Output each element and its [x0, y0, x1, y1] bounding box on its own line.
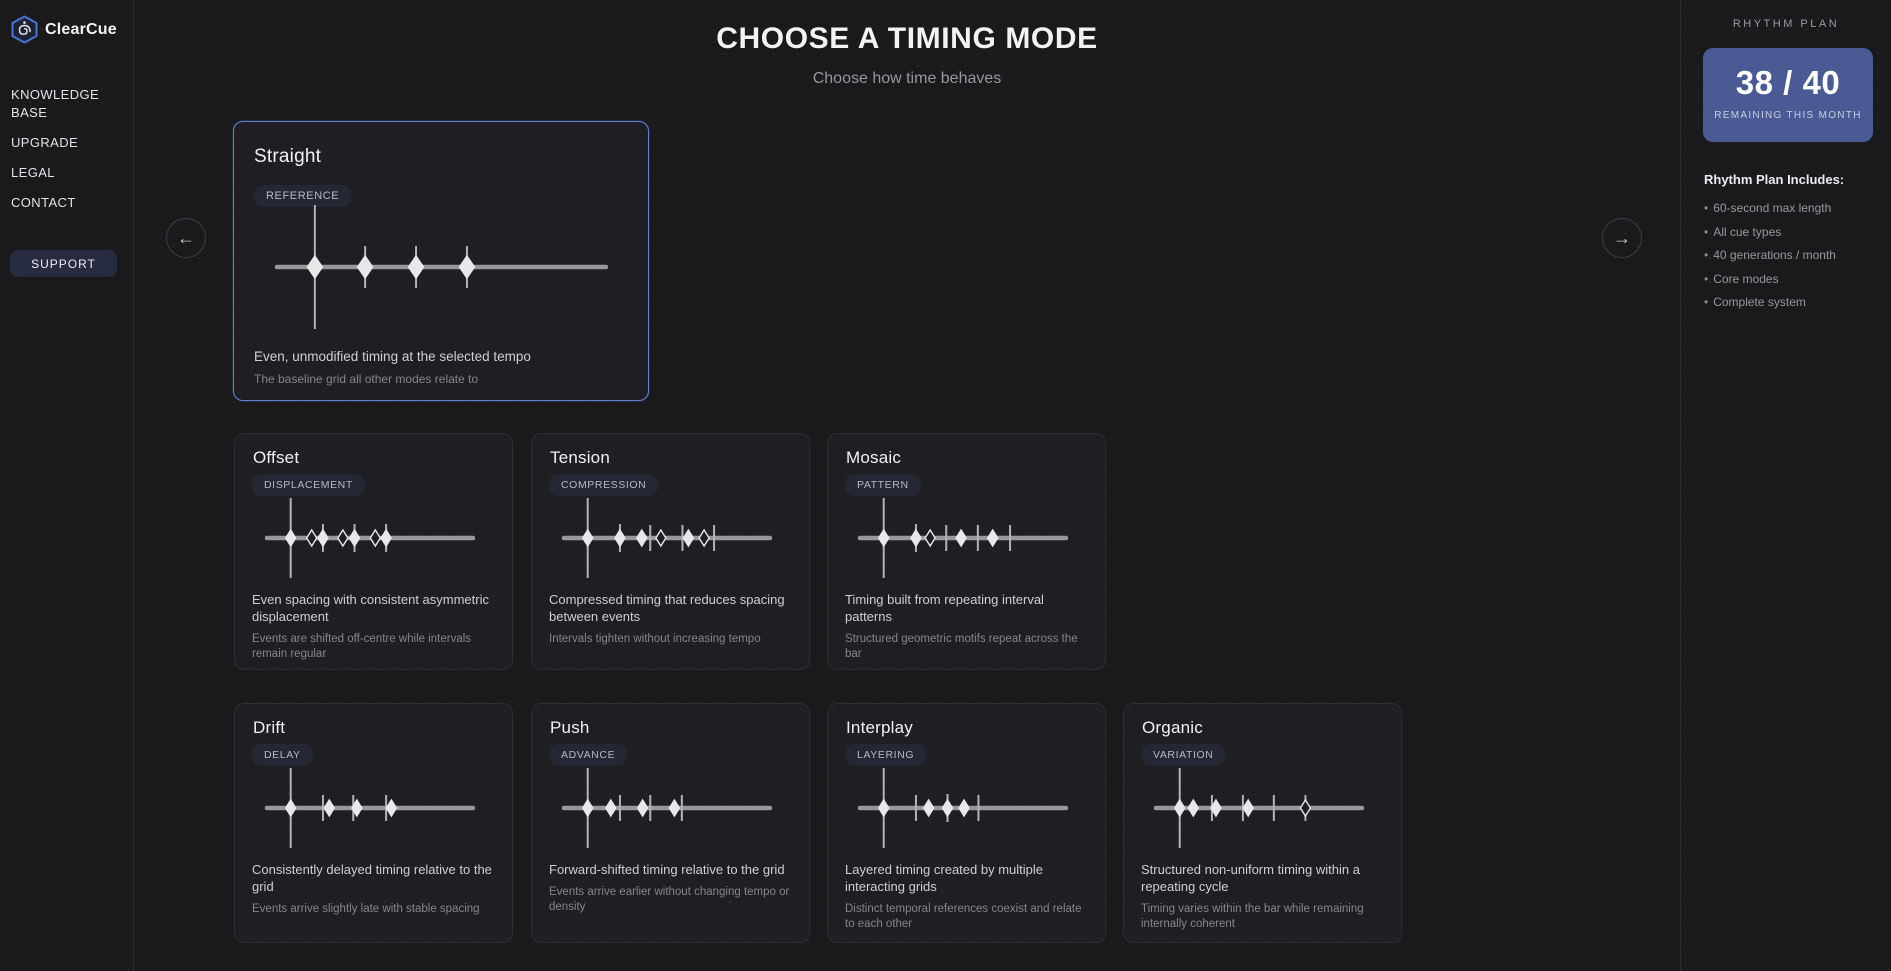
- plan-label: RHYTHM PLAN: [1732, 18, 1840, 30]
- timing-viz: [274, 202, 609, 337]
- mode-subdescription: Events are shifted off-centre while inte…: [252, 633, 472, 660]
- timing-viz: [264, 486, 476, 595]
- mode-badge: DISPLACEMENT: [252, 474, 365, 496]
- sidebar-item-upgrade[interactable]: UPGRADE: [11, 135, 79, 150]
- plan-usage-count: 38 / 40: [1735, 64, 1841, 101]
- mode-badge: PATTERN: [845, 474, 921, 496]
- mode-description-block: Even, unmodified timing at the selected …: [254, 348, 628, 387]
- mode-card-title: Interplay: [846, 718, 914, 737]
- sidebar: ClearCue KNOWLEDGE BASE UPGRADE LEGAL CO…: [0, 0, 134, 971]
- mode-subdescription: The baseline grid all other modes relate…: [254, 372, 479, 386]
- mode-subdescription: Timing varies within the bar while remai…: [1141, 903, 1364, 930]
- mode-card-offset[interactable]: Offset DISPLACEMENT Even spacing with co…: [234, 433, 513, 670]
- timing-viz: [857, 486, 1069, 595]
- timing-viz: [561, 756, 773, 865]
- plan-include-item: •Core modes: [1704, 271, 1779, 286]
- plan-include-item: •All cue types: [1704, 224, 1782, 239]
- mode-description-block: Compressed timing that reduces spacing b…: [549, 591, 793, 647]
- plan-includes-list: •60-second max length •All cue types •40…: [1704, 202, 1881, 320]
- arrow-left-icon: ←: [177, 228, 195, 248]
- mode-badge: COMPRESSION: [549, 474, 659, 496]
- mode-card-organic[interactable]: Organic VARIATION Structured non-uniform…: [1123, 703, 1402, 943]
- mode-card-straight[interactable]: Straight REFERENCE Even, unmodified timi…: [233, 121, 649, 401]
- mode-badge: DELAY: [252, 744, 313, 766]
- plan-include-item: •40 generations / month: [1704, 248, 1836, 262]
- mode-card-title: Organic: [1142, 718, 1203, 737]
- timing-viz: [1153, 756, 1365, 865]
- support-button[interactable]: SUPPORT: [10, 250, 117, 277]
- mode-description-block: Consistently delayed timing relative to …: [252, 861, 496, 917]
- plan-include-item: •60-second max length: [1704, 201, 1832, 215]
- sidebar-item-legal[interactable]: LEGAL: [11, 165, 55, 180]
- plan-usage-caption: REMAINING THIS MONTH: [1714, 110, 1862, 121]
- mode-badge: ADVANCE: [549, 744, 628, 766]
- mode-subdescription: Distinct temporal references coexist and…: [845, 903, 1082, 930]
- arrow-right-icon: →: [1613, 228, 1631, 248]
- timing-viz: [857, 756, 1069, 865]
- mode-description: Even spacing with consistent asymmetric …: [252, 592, 489, 624]
- plan-panel: RHYTHM PLAN 38 / 40 REMAINING THIS MONTH…: [1680, 0, 1891, 971]
- carousel-next-button[interactable]: →: [1602, 218, 1642, 258]
- mode-badge: REFERENCE: [254, 185, 352, 207]
- mode-badge: LAYERING: [845, 744, 927, 766]
- plan-includes-title: Rhythm Plan Includes:: [1704, 172, 1845, 187]
- brand-name: ClearCue: [45, 20, 117, 38]
- sidebar-nav: KNOWLEDGE BASE UPGRADE LEGAL CONTACT: [11, 86, 127, 224]
- mode-card-interplay[interactable]: Interplay LAYERING Layered timing create…: [827, 703, 1106, 943]
- mode-description: Layered timing created by multiple inter…: [845, 862, 1043, 894]
- mode-card-title: Mosaic: [846, 448, 902, 467]
- page-title: CHOOSE A TIMING MODE: [716, 22, 1098, 55]
- carousel-prev-button[interactable]: ←: [166, 218, 206, 258]
- mode-card-push[interactable]: Push ADVANCE Forward-shifted timing rela…: [531, 703, 810, 943]
- mode-subdescription: Structured geometric motifs repeat acros…: [845, 633, 1078, 660]
- mode-card-tension[interactable]: Tension COMPRESSION Compressed timing th…: [531, 433, 810, 670]
- mode-description-block: Layered timing created by multiple inter…: [845, 861, 1089, 932]
- mode-card-mosaic[interactable]: Mosaic PATTERN Timing built from repeati…: [827, 433, 1106, 670]
- mode-badge: VARIATION: [1141, 744, 1226, 766]
- mode-description: Structured non-uniform timing within a r…: [1141, 862, 1360, 894]
- mode-subdescription: Intervals tighten without increasing tem…: [549, 633, 761, 645]
- mode-card-title: Offset: [253, 448, 300, 467]
- timing-viz: [561, 486, 773, 595]
- mode-card-title: Tension: [550, 448, 610, 467]
- mode-description-block: Timing built from repeating interval pat…: [845, 591, 1089, 662]
- mode-description: Even, unmodified timing at the selected …: [254, 349, 531, 364]
- sidebar-item-contact[interactable]: CONTACT: [11, 195, 76, 210]
- mode-card-title: Push: [550, 718, 590, 737]
- mode-description: Forward-shifted timing relative to the g…: [549, 862, 785, 877]
- mode-subdescription: Events arrive slightly late with stable …: [252, 903, 480, 915]
- plan-usage-card: 38 / 40 REMAINING THIS MONTH: [1703, 48, 1873, 142]
- mode-subdescription: Events arrive earlier without changing t…: [549, 886, 790, 913]
- mode-description: Consistently delayed timing relative to …: [252, 862, 492, 894]
- plan-include-item: •Complete system: [1704, 295, 1806, 309]
- mode-description-block: Forward-shifted timing relative to the g…: [549, 861, 793, 915]
- hexagon-spiral-logo-icon: [11, 15, 38, 44]
- timing-viz: [264, 756, 476, 865]
- mode-card-drift[interactable]: Drift DELAY Consistently delayed timing …: [234, 703, 513, 943]
- sidebar-item-knowledge-base[interactable]: KNOWLEDGE BASE: [11, 87, 100, 120]
- mode-description-block: Structured non-uniform timing within a r…: [1141, 861, 1385, 932]
- brand-logo[interactable]: ClearCue: [0, 0, 133, 44]
- mode-description-block: Even spacing with consistent asymmetric …: [252, 591, 496, 662]
- mode-card-title: Straight: [254, 146, 322, 167]
- mode-card-title: Drift: [253, 718, 286, 737]
- mode-description: Timing built from repeating interval pat…: [845, 592, 1044, 624]
- page-subtitle: Choose how time behaves: [812, 70, 1002, 87]
- mode-description: Compressed timing that reduces spacing b…: [549, 592, 785, 624]
- page-header: CHOOSE A TIMING MODE Choose how time beh…: [134, 0, 1680, 88]
